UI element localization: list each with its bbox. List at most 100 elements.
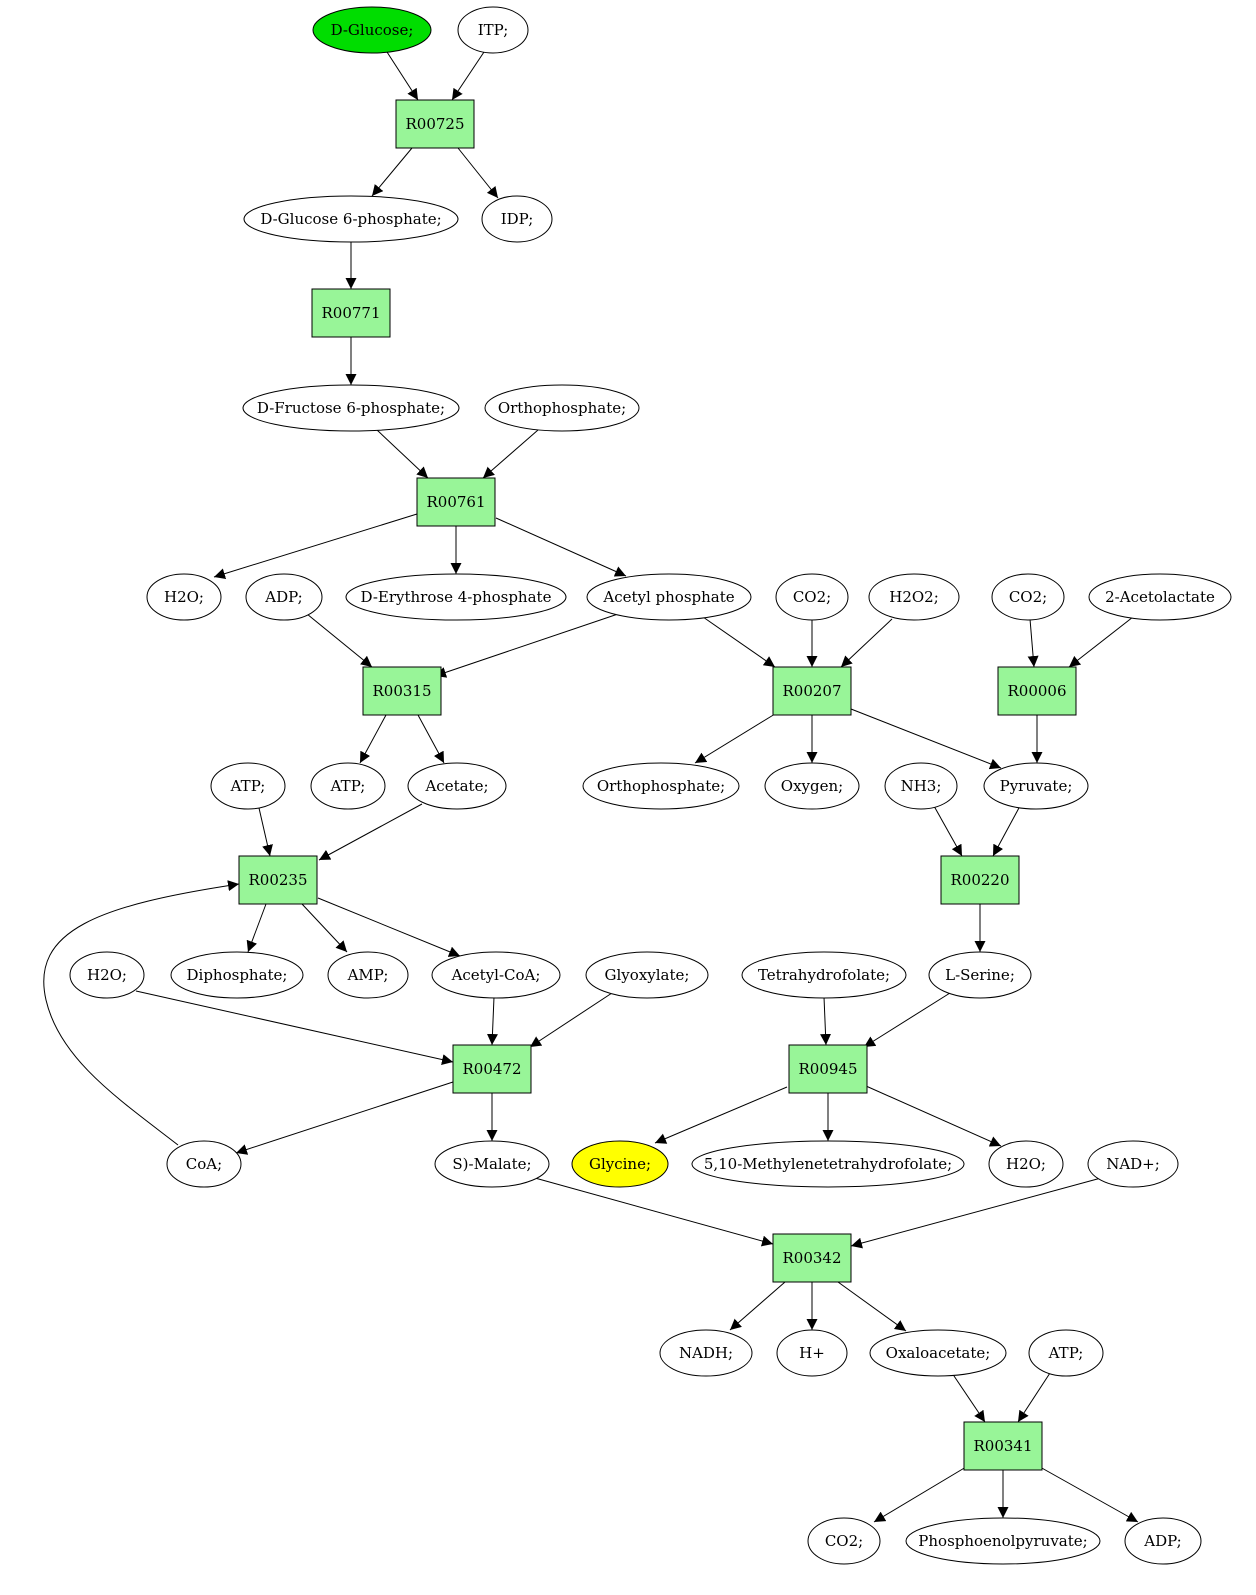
edges [43,51,1139,1523]
node-nh3[interactable]: NH3; [884,762,958,810]
node-tetrahydrofolate[interactable]: Tetrahydrofolate; [741,951,907,999]
node-glycine[interactable]: Glycine; [571,1140,669,1188]
edge-adp-to-r00315 [306,613,373,668]
node-label: ATP; [230,777,266,795]
node-label: NH3; [901,777,942,795]
node-label: D-Erythrose 4-phosphate [361,588,552,606]
molecule-nodes: D-Glucose; ITP; D-Glucose 6-phosphate; I… [69,6,1232,1565]
node-oxaloacetate[interactable]: Oxaloacetate; [869,1329,1007,1377]
node-h2o-2[interactable]: H2O; [69,951,145,999]
node-label: H+ [799,1344,825,1362]
node-orthophosphate-1[interactable]: Orthophosphate; [484,384,640,432]
node-label: D-Fructose 6-phosphate; [257,399,445,417]
reaction-r00472[interactable]: R00472 [452,1044,532,1094]
reaction-r00235[interactable]: R00235 [238,855,318,905]
edge-r00945-to-h2o3 [865,1085,1002,1147]
node-glyoxylate[interactable]: Glyoxylate; [585,951,709,999]
reaction-label: R00945 [798,1060,857,1078]
edge-acetylp-to-r00207 [702,616,776,668]
node-label: Oxaloacetate; [886,1344,991,1362]
node-acetyl-phosphate[interactable]: Acetyl phosphate [586,573,752,621]
reaction-r00006[interactable]: R00006 [997,666,1077,716]
node-phosphoenolpyruvate[interactable]: Phosphoenolpyruvate; [905,1517,1101,1565]
edge-acetylcoa-to-r00472 [486,996,498,1046]
edge-r00725-to-g6p [371,147,413,197]
node-label: IDP; [501,210,534,228]
node-coa[interactable]: CoA; [166,1140,242,1188]
node-label: Glycine; [589,1155,651,1173]
edge-r00235-to-acetylcoa [317,897,461,957]
edge-h2o2-to-r00207 [840,618,893,668]
node-2-acetolactate[interactable]: 2-Acetolactate [1088,573,1232,621]
edge-r00315-to-atp [359,714,387,764]
reaction-label: R00771 [321,304,380,322]
edge-nh3-to-r00220 [933,805,963,857]
node-label: Orthophosphate; [498,399,626,417]
node-atp-3[interactable]: ATP; [1028,1329,1104,1377]
node-l-serine[interactable]: L-Serine; [928,951,1032,999]
reaction-nodes: R00725 R00771 R00761 R00315 R00207 R0000… [238,99,1077,1471]
reaction-label: R00235 [248,871,307,889]
reaction-r00207[interactable]: R00207 [772,666,852,716]
node-orthophosphate-2[interactable]: Orthophosphate; [582,762,740,810]
node-label: Orthophosphate; [597,777,725,795]
reaction-r00761[interactable]: R00761 [416,477,496,527]
edge-coa-to-r00235 [43,880,240,1146]
node-amp[interactable]: AMP; [327,951,409,999]
reaction-r00771[interactable]: R00771 [311,288,391,338]
edge-r00342-to-nadh [729,1281,786,1331]
node-pyruvate[interactable]: Pyruvate; [983,762,1089,810]
node-atp-1[interactable]: ATP; [210,762,286,810]
node-co2-3[interactable]: CO2; [807,1517,881,1565]
node-d-fructose-6-phosphate[interactable]: D-Fructose 6-phosphate; [242,384,460,432]
reaction-r00945[interactable]: R00945 [788,1044,868,1094]
node-h2o2[interactable]: H2O2; [868,573,960,621]
edge-f6p-to-r00761 [376,429,429,479]
node-idp[interactable]: IDP; [481,195,553,243]
node-d-glucose-6-phosphate[interactable]: D-Glucose 6-phosphate; [243,195,459,243]
node-atp-2[interactable]: ATP; [310,762,386,810]
edge-itp-to-r00725 [451,51,485,101]
edge-ortho1-to-r00761 [482,429,539,479]
edge-oxaloacetate-to-r00341 [951,1372,986,1423]
node-s-malate[interactable]: S)-Malate; [434,1140,550,1188]
edge-glucose-to-r00725 [386,51,419,101]
edge-malate-to-r00342 [534,1177,774,1247]
node-nadh[interactable]: NADH; [659,1329,753,1377]
node-label: Oxygen; [781,777,843,795]
node-h-plus[interactable]: H+ [776,1329,848,1377]
reaction-r00341[interactable]: R00341 [963,1421,1043,1471]
node-oxygen[interactable]: Oxygen; [764,762,860,810]
reaction-r00342[interactable]: R00342 [772,1233,852,1283]
node-itp[interactable]: ITP; [457,6,529,54]
reaction-r00725[interactable]: R00725 [395,99,475,149]
node-h2o-1[interactable]: H2O; [146,573,222,621]
reaction-label: R00220 [950,871,1009,889]
edge-r00207-to-pyruvate [850,708,1002,770]
node-label: D-Glucose; [331,21,414,39]
reaction-r00315[interactable]: R00315 [362,666,442,716]
edge-h2o2b-to-r00472 [135,990,454,1065]
node-d-erythrose-4-phosphate[interactable]: D-Erythrose 4-phosphate [345,573,567,621]
node-co2-2[interactable]: CO2; [991,573,1065,621]
node-h2o-3[interactable]: H2O; [988,1140,1064,1188]
node-label: L-Serine; [945,966,1015,984]
node-label: 2-Acetolactate [1105,588,1215,606]
node-label: Tetrahydrofolate; [758,966,890,984]
node-nad-plus[interactable]: NAD+; [1087,1140,1179,1188]
node-acetate[interactable]: Acetate; [407,762,507,810]
node-glucose[interactable]: D-Glucose; [312,6,432,54]
node-label: S)-Malate; [452,1155,531,1173]
node-label: ATP; [330,777,366,795]
reaction-r00220[interactable]: R00220 [940,855,1020,905]
reaction-label: R00315 [372,682,431,700]
node-co2-1[interactable]: CO2; [775,573,849,621]
node-5-10-methylenetetrahydrofolate[interactable]: 5,10-Methylenetetrahydrofolate; [691,1140,965,1188]
node-adp-2[interactable]: ADP; [1124,1517,1202,1565]
node-acetyl-coa[interactable]: Acetyl-CoA; [431,951,561,999]
reaction-label: R00472 [462,1060,521,1078]
node-diphosphate[interactable]: Diphosphate; [170,951,304,999]
node-label: CO2; [793,588,831,606]
node-adp-1[interactable]: ADP; [245,573,323,621]
